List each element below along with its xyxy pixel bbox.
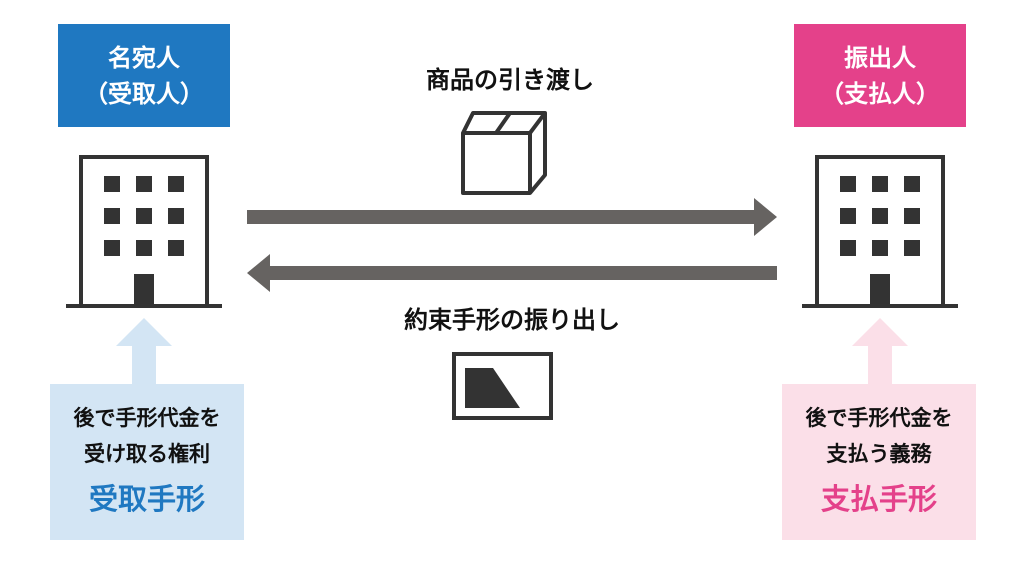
payee-info-box: 後で手形代金を 受け取る権利 受取手形 [50,384,244,540]
drawer-box-line1: 後で手形代金を [805,406,953,430]
drawer-arrow-up-icon [852,318,908,384]
promissory-note-icon [452,352,553,420]
payee-box-term: 受取手形 [88,482,205,516]
payee-box-line2: 受け取る権利 [84,442,210,466]
drawer-label: 振出人 （支払人） [794,24,966,127]
payee-building-icon [66,155,222,308]
drawer-info-box: 後で手形代金を 支払う義務 支払手形 [782,384,976,540]
goods-delivery-label: 商品の引き渡し [426,66,594,94]
payee-role: （受取人） [84,79,204,108]
arrow-left-icon [247,254,777,292]
drawer-building-icon [802,155,958,308]
payee-arrow-up-icon [116,318,172,384]
arrow-right-icon [247,198,777,236]
payee-box-line1: 後で手形代金を [73,406,221,430]
drawer-role: （支払人） [820,79,940,108]
note-issuance-label: 約束手形の振り出し [404,306,620,334]
payee-name: 名宛人 [108,43,180,72]
drawer-name: 振出人 [844,43,916,72]
payee-label: 名宛人 （受取人） [58,24,230,127]
drawer-box-term: 支払手形 [820,482,937,516]
drawer-box-line2: 支払う義務 [826,442,932,466]
package-box-icon [461,111,547,195]
